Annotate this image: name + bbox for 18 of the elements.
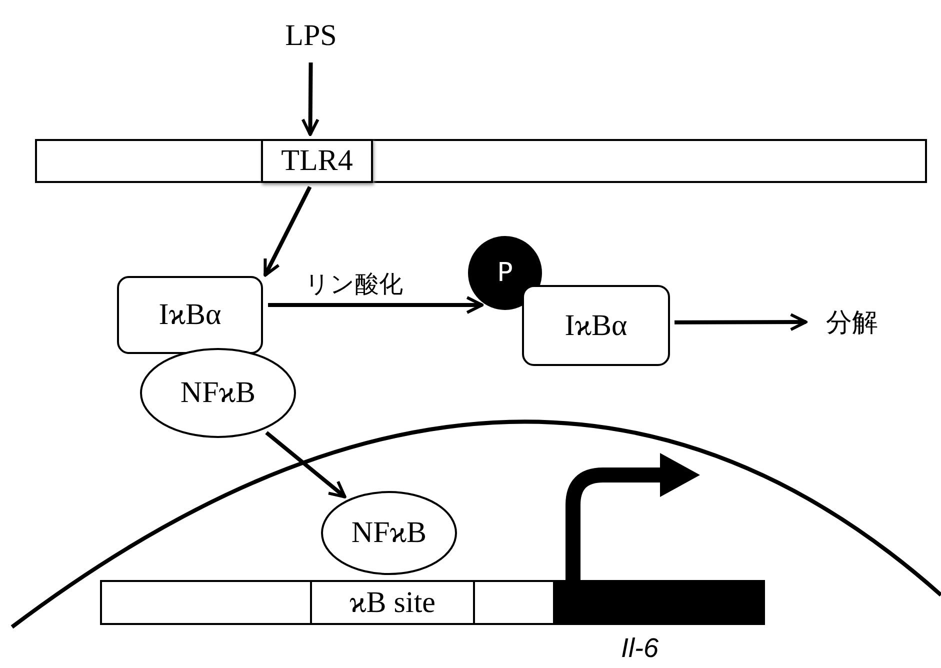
binding-site-box: ϰB site: [310, 580, 475, 625]
arrow: [265, 431, 346, 498]
outcome-label: 分解: [810, 302, 894, 342]
dna-bar: [100, 580, 765, 625]
gene-block: [553, 580, 765, 625]
receptor-box: TLR4: [261, 139, 373, 183]
molecule-label: LPS: [275, 14, 347, 58]
phosphate-circle: P: [468, 236, 542, 310]
arrow: [674, 313, 808, 332]
arrow: [268, 296, 484, 314]
protein-ellipse: NFϰB: [140, 348, 296, 438]
protein-box: IϰBα: [522, 285, 670, 366]
protein-ellipse: NFϰB: [321, 491, 457, 575]
membrane-band: [35, 139, 927, 183]
arrow: [263, 186, 312, 277]
gene-label: Il-6: [621, 633, 659, 664]
arrow: [301, 62, 320, 136]
protein-box: IϰBα: [117, 276, 263, 354]
